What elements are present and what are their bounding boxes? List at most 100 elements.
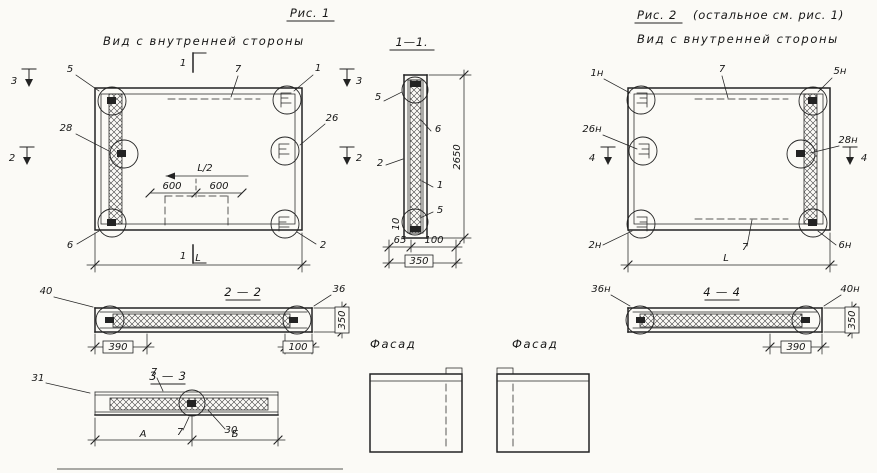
callout-36-label: 36 [333, 284, 346, 295]
section-1-1-view: 1—1. 5 6 2 1 5 [375, 35, 472, 269]
figure-1-inner-dimensions: L/2 600 600 [145, 163, 249, 198]
detail-circle [270, 136, 300, 166]
callout-7-label: 7 [235, 64, 242, 75]
dimension-390-label: 390 [108, 342, 127, 353]
figure-1-panel [94, 87, 303, 231]
detail-circle [798, 86, 828, 116]
section-3-3-leaders: 31 7 7 30 [32, 367, 238, 438]
section-mark-4: 4 4 [589, 146, 867, 165]
dimension-390-label: 390 [786, 342, 805, 353]
callout-6n-label: 6н [839, 240, 852, 251]
figure-2-leaders: 1н 7 5н 26н 28н 2н 7 6н [582, 64, 858, 253]
dimension-a-label: А [139, 429, 147, 440]
dimension-350-label: 350 [409, 256, 428, 267]
callout-28n-label: 28н [838, 135, 858, 146]
detail-circle [272, 85, 302, 115]
callout-1-label: 1 [315, 63, 321, 74]
section-mark-3-right-label: 3 [356, 76, 362, 87]
dimension-2650-label: 2650 [452, 144, 463, 169]
callout-36n-label: 36н [591, 284, 611, 295]
detail-circle [95, 305, 125, 335]
callout-5-label: 5 [437, 205, 443, 216]
callout-2-label: 2 [320, 240, 326, 251]
detail-circle [401, 76, 429, 104]
callout-26n-label: 26н [582, 124, 602, 135]
dimension-100-label: 100 [424, 235, 443, 246]
figure-1-title: Рис. 1 [290, 6, 330, 20]
dimension-600-left: 600 [162, 181, 181, 192]
detail-circle [625, 305, 655, 335]
section-3-3-title: 3 — 3 [149, 369, 186, 383]
callout-7-label: 7 [742, 242, 749, 253]
figure-2-title-note: (остальное см. рис. 1) [693, 8, 844, 22]
facade-1-label: Фасад [370, 337, 416, 351]
section-2-2-title: 2 — 2 [224, 285, 261, 299]
section-4-4-title: 4 — 4 [703, 285, 740, 299]
dimension-350-label: 350 [337, 310, 348, 329]
facade-2-label: Фасад [512, 337, 558, 351]
dimension-b-label: Б [232, 429, 239, 440]
hatch-panel [112, 313, 291, 328]
detail-circle [798, 208, 828, 238]
detail-circle [282, 305, 312, 335]
section-3-3-panel [94, 389, 279, 417]
dimension-350-vertical: 350 [823, 301, 860, 339]
figure-2-title: Рис. 2 [637, 8, 677, 22]
detail-circle [786, 139, 816, 169]
dimension-2650: 2650 [428, 69, 472, 244]
detail-circle [626, 209, 656, 239]
section-mark-1-bottom-label: 1 [180, 251, 186, 262]
section-mark-3: 3 3 [11, 68, 362, 87]
callout-6-label: 6 [435, 124, 441, 135]
section-2-2-panel [94, 305, 313, 335]
callout-7-label: 7 [177, 427, 184, 438]
callout-40n-label: 40н [840, 284, 860, 295]
dimension-350-vertical: 350 [313, 301, 350, 339]
section-3-3-dimensions: А Б [87, 416, 286, 447]
facade-views: Фасад Фасад [369, 337, 590, 453]
callout-1n-label: 1н [591, 68, 604, 79]
callout-28-label: 28 [60, 123, 73, 134]
section-2-2-view: 2 — 2 40 36 390 [40, 284, 350, 355]
figure-2-bottom-dimension: L [620, 232, 838, 273]
callout-40-label: 40 [40, 286, 53, 297]
callout-30-label: 30 [225, 425, 238, 436]
callout-5-label: 5 [375, 92, 381, 103]
callout-7-label: 7 [151, 367, 158, 378]
callout-26-label: 26 [326, 113, 339, 124]
figure-2-detail-circles [626, 85, 828, 239]
section-4-4-leaders: 36н 40н [591, 284, 860, 307]
dimension-100: 100 [277, 333, 320, 355]
figure-1-leaders: 5 7 1 28 26 6 2 [60, 63, 339, 251]
dimension-390: 390 [87, 333, 155, 355]
section-mark-1: 1 1 [180, 52, 207, 264]
figure-2-subtitle: Вид с внутренней стороны [637, 32, 839, 46]
facade-2-drawing [496, 367, 590, 453]
callout-1-label: 1 [437, 180, 443, 191]
facade-1-drawing [369, 367, 463, 453]
dimension-390: 390 [762, 333, 830, 355]
callout-2-label: 2 [377, 158, 383, 169]
figure-1-detail-circles [97, 85, 302, 239]
callout-2n-label: 2н [589, 240, 602, 251]
hatch-panel [639, 313, 803, 328]
dimension-600-right: 600 [209, 181, 228, 192]
detail-circle [626, 85, 656, 115]
detail-circle [109, 139, 139, 169]
detail-circle [401, 208, 429, 236]
detail-circle [178, 389, 206, 417]
section-1-1-leaders: 5 6 2 1 5 [375, 91, 443, 219]
figure-2-panel [627, 87, 831, 231]
section-mark-4-right-label: 4 [861, 153, 867, 164]
section-4-4-panel [625, 305, 823, 335]
section-1-1-panel [401, 74, 429, 239]
figure-1-bottom-dimension: L [86, 232, 311, 273]
section-3-3-view: 3 — 3 31 7 7 30 [32, 367, 286, 447]
section-mark-4-left-label: 4 [589, 153, 595, 164]
callout-7-label: 7 [719, 64, 726, 75]
detail-circle [791, 305, 821, 335]
figure-2-view: Рис. 2 (остальное см. рис. 1) Вид с внут… [582, 8, 867, 273]
detail-circle [97, 86, 127, 116]
